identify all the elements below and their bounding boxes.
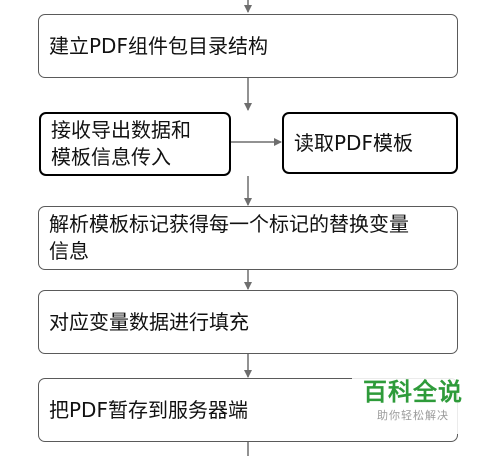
flow-step-parse-template: 解析模板标记获得每一个标记的替换变量 信息 [38, 206, 458, 270]
flow-step-label: 读取PDF模板 [294, 130, 413, 155]
flow-step-receive-data: 接收导出数据和 模板信息传入 [39, 112, 231, 176]
watermark-logo: 百科全说 助你轻松解决 [352, 374, 474, 434]
flow-step-label-line2: 模板信息传入 [51, 145, 171, 169]
watermark-subtitle: 助你轻松解决 [377, 409, 449, 422]
flow-step-label-line2: 信息 [49, 239, 89, 263]
flow-step-create-structure: 建立PDF组件包目录结构 [38, 14, 458, 78]
flow-step-label: 把PDF暂存到服务器端 [49, 397, 248, 422]
flow-step-read-template: 读取PDF模板 [282, 112, 458, 174]
flow-step-label: 对应变量数据进行填充 [49, 309, 249, 334]
flow-step-fill-data: 对应变量数据进行填充 [38, 290, 458, 354]
watermark-title: 百科全说 [363, 379, 463, 406]
flow-step-label-line1: 解析模板标记获得每一个标记的替换变量 [49, 212, 409, 236]
flow-step-label: 建立PDF组件包目录结构 [49, 33, 268, 58]
flow-step-label-line1: 接收导出数据和 [51, 118, 191, 142]
